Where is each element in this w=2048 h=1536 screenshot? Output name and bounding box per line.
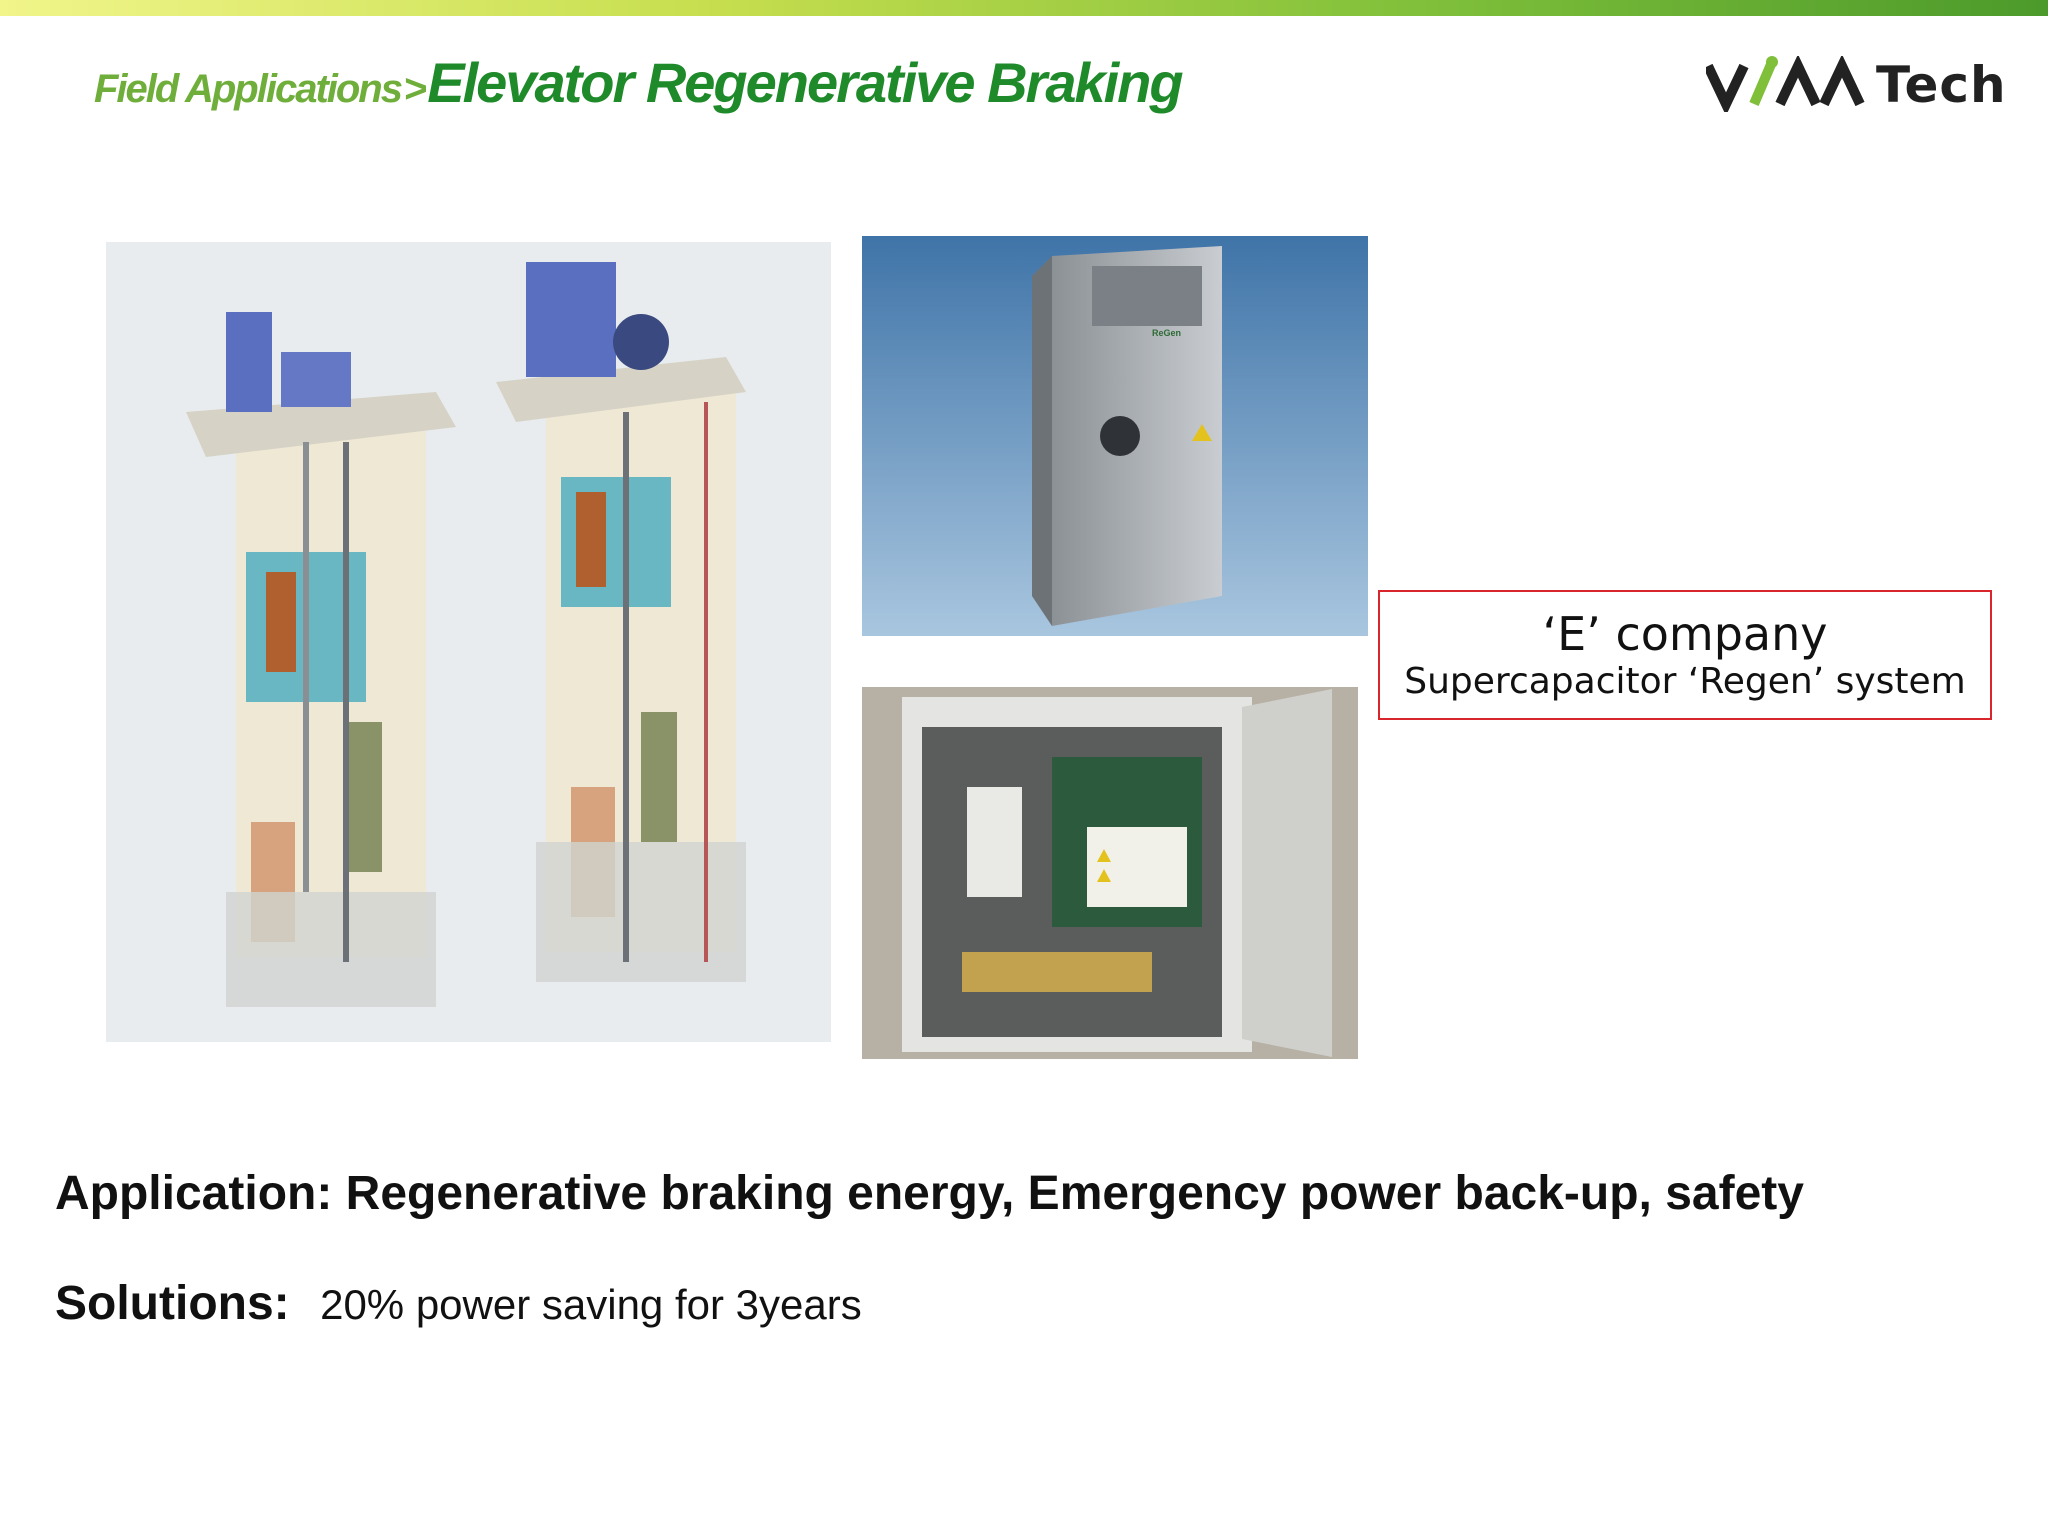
page-title: Field Applications > Elevator Regenerati… [94,50,1184,115]
solutions-label: Solutions: [55,1277,290,1330]
slide-title: Elevator Regenerative Braking [427,51,1183,114]
elevator-shaft-diagram [106,242,831,1042]
vinatech-logo: Tech [1703,54,2006,116]
solutions-line: Solutions: 20% power saving for 3years [55,1276,862,1331]
breadcrumb: Field Applications [94,67,403,111]
system-name: Supercapacitor ‘Regen’ system [1404,661,1966,702]
solutions-value: 20% power saving for 3years [320,1281,862,1328]
company-name: ‘E’ company [1542,607,1828,661]
breadcrumb-separator: > [403,67,426,111]
regen-unit-photo: ReGen [862,236,1368,636]
logo-mark-icon [1703,54,1865,116]
top-accent-bar [0,0,2048,16]
cabinet-photo [862,687,1358,1059]
unit-badge: ReGen [1152,328,1182,338]
application-text: Application: Regenerative braking energy… [55,1167,1804,1220]
logo-wordmark: Tech [1876,56,2007,114]
company-info-box: ‘E’ company Supercapacitor ‘Regen’ syste… [1378,590,1992,720]
